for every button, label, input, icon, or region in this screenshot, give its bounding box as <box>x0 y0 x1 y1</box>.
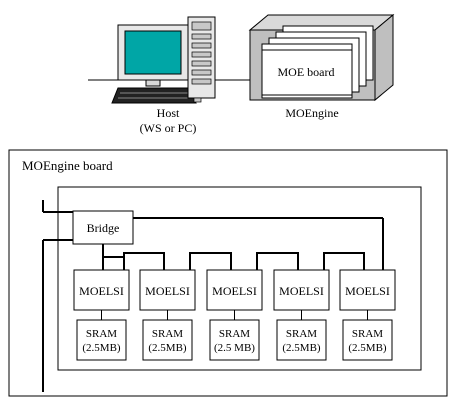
sram-box <box>342 319 393 361</box>
sram-size-label: (2.5MB) <box>348 342 387 354</box>
internal-bus-lines <box>102 217 384 270</box>
moelsi-box <box>206 269 263 311</box>
moelsi-box <box>273 269 330 311</box>
sram-size-label: (2.5MB) <box>82 342 121 354</box>
moelsi-box <box>73 269 130 311</box>
moe-board-label: MOE board <box>278 65 335 79</box>
moelsi-label: MOELSI <box>212 284 257 298</box>
bridge-box <box>72 210 134 245</box>
moelsi-label: MOELSI <box>145 284 190 298</box>
sram-box <box>276 319 327 361</box>
sram-box <box>209 319 260 361</box>
sram-size-label: (2.5 MB) <box>214 342 255 354</box>
moelsi-label: MOELSI <box>279 284 324 298</box>
sram-label: SRAM <box>152 328 183 340</box>
board-title: MOEngine board <box>22 158 113 173</box>
sram-label: SRAM <box>219 328 250 340</box>
sram-label: SRAM <box>286 328 317 340</box>
sram-box <box>142 319 193 361</box>
sram-label: SRAM <box>86 328 117 340</box>
sram-size-label: (2.5MB) <box>148 342 187 354</box>
host-label-line1: Host <box>157 106 180 120</box>
moelsi-label: MOELSI <box>79 284 124 298</box>
moelsi-row: MOELSI SRAM (2.5MB) MOELSI SRAM (2.5MB) MOELSI… <box>73 269 396 361</box>
moelsi-box <box>339 269 396 311</box>
moelsi-label: MOELSI <box>345 284 390 298</box>
workstation-computer-icon <box>88 16 250 104</box>
moengine-cabinet-icon <box>248 13 395 102</box>
moelsi-chain-links <box>123 252 365 270</box>
external-bus-lines <box>42 200 73 392</box>
sram-box <box>76 319 127 361</box>
moengine-label: MOEngine <box>285 106 338 120</box>
sram-label: SRAM <box>352 328 383 340</box>
host-label-line2: (WS or PC) <box>140 121 197 135</box>
moelsi-box <box>139 269 196 311</box>
sram-size-label: (2.5MB) <box>282 342 321 354</box>
bridge-to-moelsi-bus <box>102 244 124 258</box>
bridge-label: Bridge <box>87 221 120 235</box>
moengine-board-panel <box>8 149 448 397</box>
